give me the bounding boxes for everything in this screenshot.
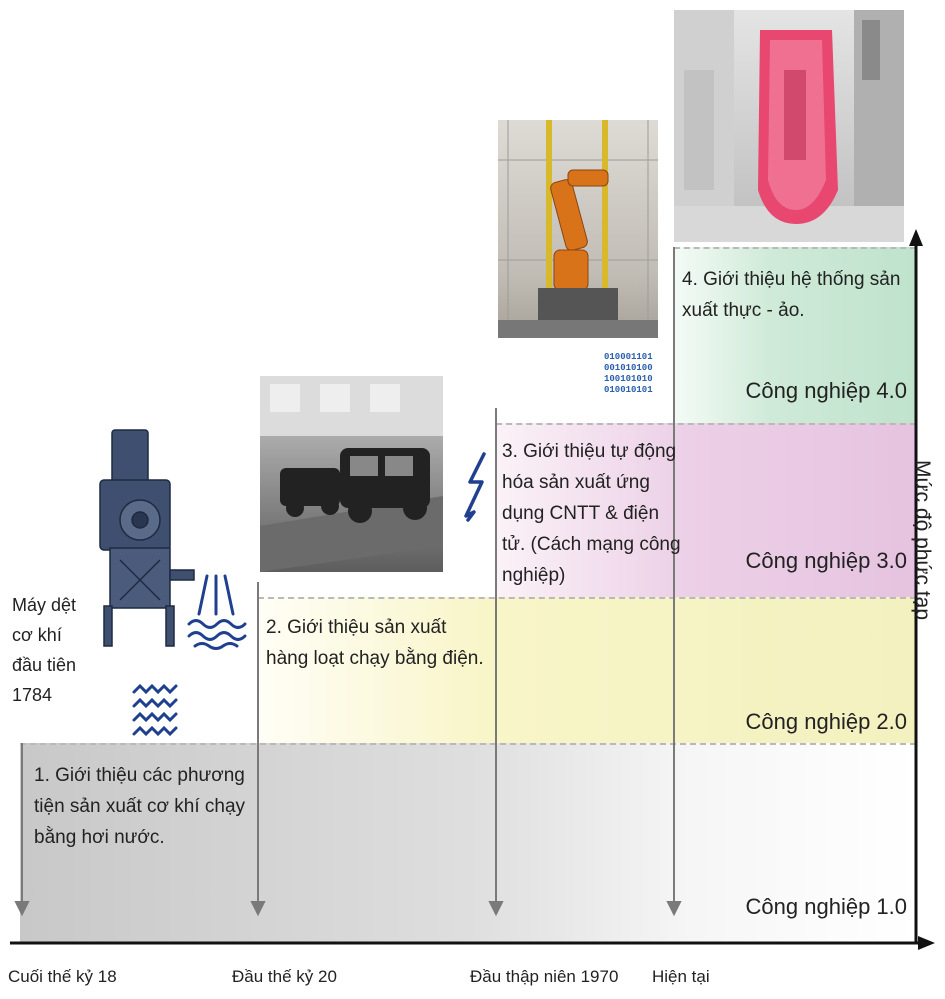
y-axis-arrow	[909, 229, 923, 246]
assembly-line-drawing	[260, 376, 443, 572]
stage-separator	[20, 743, 916, 745]
steam-icon	[187, 574, 247, 650]
stage-4-description: 4. Giới thiệu hệ thống sản xuất thực - ả…	[682, 269, 901, 321]
binary-code-block: 010001101 001010100 100101010 010010101	[604, 352, 653, 396]
stage-band-2	[258, 597, 916, 743]
binary-line: 100101010	[604, 374, 653, 384]
timeline-label-2: Đầu thế kỷ 20	[232, 967, 337, 986]
binary-line: 010001101	[604, 352, 653, 362]
stage-band-4	[674, 247, 916, 423]
side-note: Máy dệt cơ khí đầu tiên 1784	[12, 590, 76, 710]
side-note-line: Máy dệt	[12, 595, 77, 615]
binary-line: 010010101	[604, 385, 653, 395]
smart-factory-photo	[674, 10, 904, 242]
x-axis-arrow	[918, 936, 935, 950]
stage-separator	[674, 247, 916, 249]
timeline-label-1: Cuối thế kỷ 18	[8, 967, 117, 986]
robot-arm-photo	[498, 120, 658, 338]
side-note-line: 1784	[12, 685, 53, 705]
stage-4-label: Công nghiệp 4.0	[745, 378, 907, 403]
timeline-label-4: Hiện tại	[652, 967, 710, 986]
smart-factory-drawing	[674, 10, 904, 242]
connector-arrow-1	[14, 901, 30, 917]
stage-2-label: Công nghiệp 2.0	[745, 709, 907, 734]
y-axis-label: Mức độ phức tạp	[911, 460, 934, 621]
stage-3-description: 3. Giới thiệu tự động hóa sản xuất ứng d…	[502, 441, 681, 586]
connector-arrow-3	[488, 901, 504, 917]
timeline-label-3: Đầu thập niên 1970	[470, 967, 619, 986]
stage-2-description: 2. Giới thiệu sản xuất hàng loạt chạy bằ…	[266, 617, 484, 669]
binary-line: 001010100	[604, 363, 653, 373]
loom-machine-icon	[99, 429, 195, 647]
stage-separator	[496, 423, 916, 425]
stage-1-label: Công nghiệp 1.0	[745, 894, 907, 919]
robot-arm-drawing	[498, 120, 658, 338]
connector-arrow-4	[666, 901, 682, 917]
stage-3-label: Công nghiệp 3.0	[745, 548, 907, 573]
stage-band-1	[20, 743, 916, 942]
side-note-line: đầu tiên	[12, 655, 77, 675]
lightning-bolt-icon	[464, 452, 486, 522]
side-note-line: cơ khí	[12, 625, 62, 645]
stage-band-3	[496, 423, 916, 597]
connector-arrow-2	[250, 901, 266, 917]
stage-1-description: 1. Giới thiệu các phương tiện sản xuất c…	[34, 765, 246, 848]
stage-separator	[258, 597, 916, 599]
water-wave-icon	[132, 683, 178, 737]
assembly-line-photo	[260, 376, 443, 572]
